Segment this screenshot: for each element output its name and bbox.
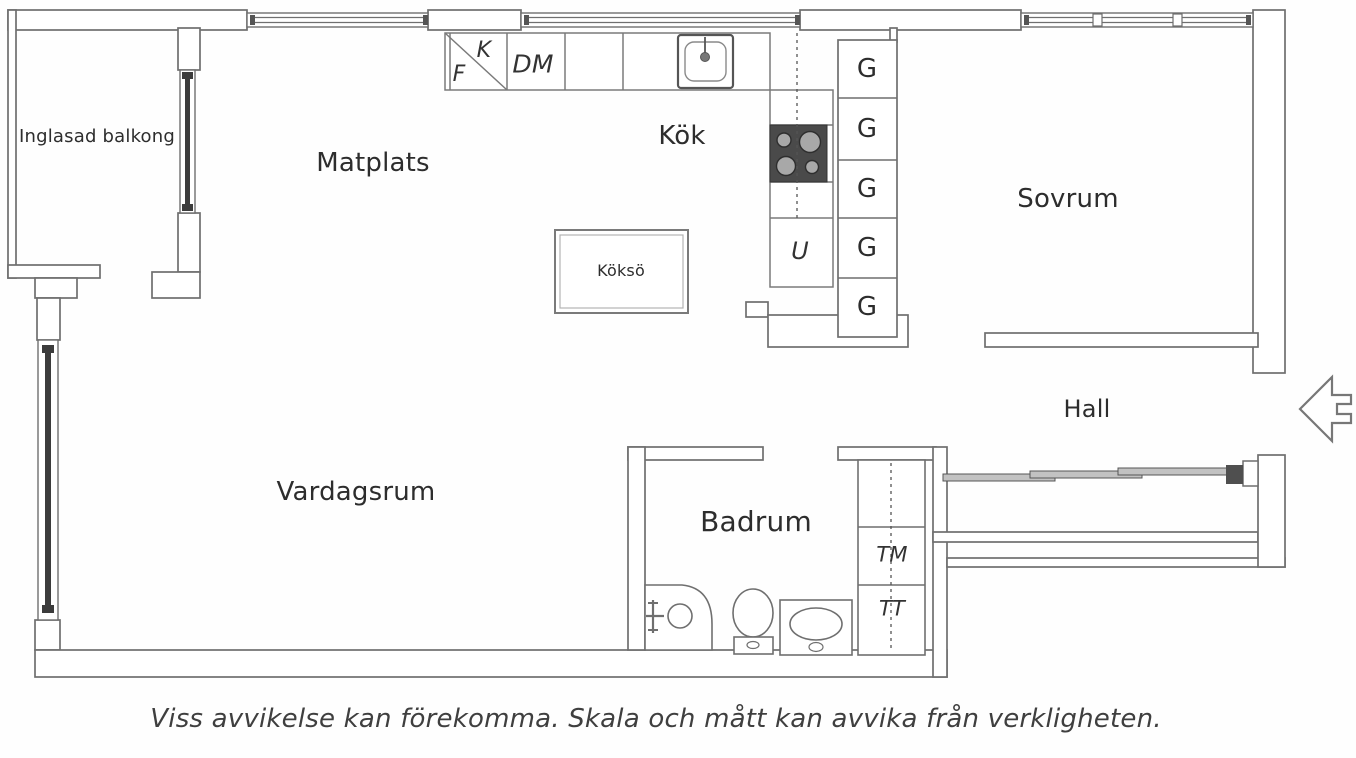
wall-right-upper [1252, 9, 1286, 374]
fridge-freezer-diagonal [444, 32, 508, 91]
laundry-column [857, 459, 926, 656]
wardrobe-column [837, 39, 898, 338]
wall-balcony-right-foot [151, 271, 201, 299]
window-kitchen [520, 12, 801, 28]
wall-balcony-bottom [7, 264, 101, 279]
window-living [37, 339, 59, 621]
wall-balcony-right-top [177, 27, 201, 71]
burner [775, 155, 797, 177]
room-label-kitchen: Kök [658, 121, 706, 151]
wall-bathroom-top-right [837, 446, 937, 461]
wall-top-left [7, 9, 248, 31]
window-bedroom [1020, 12, 1254, 28]
unit-label-wardrobe-4: G [856, 233, 878, 263]
wall-left-window-head [36, 297, 61, 341]
wall-bathroom-top-left [627, 446, 764, 461]
room-label-dining: Matplats [316, 148, 430, 178]
wall-top-pier-1 [427, 9, 522, 31]
kitchen-island [554, 229, 689, 314]
disclaimer-caption: Viss avvikelse kan förekomma. Skala och … [150, 704, 1162, 734]
stove [769, 124, 828, 183]
unit-label-tumble-dryer: TT [878, 596, 906, 621]
sink [676, 33, 735, 90]
washbasin [779, 599, 853, 656]
hall-fittings [942, 374, 1353, 487]
unit-label-washing-machine: TM [876, 542, 908, 567]
wall-bathroom-left [627, 446, 646, 651]
unit-label-wardrobe-2: G [856, 114, 878, 144]
wall-kitchen-tab [745, 301, 769, 318]
unit-label-freezer: F [452, 62, 466, 87]
burner [798, 130, 822, 154]
bathroom-fittings [644, 459, 926, 656]
unit-label-wardrobe-5: G [856, 292, 878, 322]
wall-left-window-foot [34, 619, 61, 651]
unit-label-wardrobe-3: G [856, 174, 878, 204]
room-label-bedroom: Sovrum [1017, 184, 1119, 214]
wall-balcony-step [34, 277, 78, 299]
window-balcony [179, 69, 196, 214]
room-label-hall: Hall [1063, 395, 1111, 423]
room-label-island: Köksö [597, 261, 645, 280]
walls [7, 9, 1286, 678]
wall-balcony-right-bottom [177, 212, 201, 273]
room-label-balcony: Inglasad balkong [18, 126, 176, 147]
wall-top-pier-2 [799, 9, 1022, 31]
room-label-living: Vardagsrum [276, 477, 436, 507]
window-dining [246, 12, 429, 28]
door-jamb [1242, 460, 1259, 487]
unit-label-wardrobe-1: G [856, 54, 878, 84]
shower-head [667, 603, 693, 629]
unit-label-oven: U [791, 237, 809, 265]
toilet [732, 588, 774, 655]
wall-hall-bottom-outer [946, 557, 1286, 568]
burner [776, 132, 792, 148]
sliding-wardrobe-doors [942, 467, 1231, 482]
wall-bedroom-bottom [984, 332, 1259, 348]
wall-hall-bottom-inner [932, 531, 1259, 543]
burner [804, 159, 820, 175]
room-label-bathroom: Badrum [700, 505, 812, 538]
wall-balcony-left [7, 9, 17, 279]
kitchen-fittings [444, 32, 898, 338]
kitchen-tall-run [769, 89, 834, 288]
shower [644, 584, 713, 651]
unit-label-fridge: K [476, 38, 492, 63]
door-stop-block [1226, 465, 1243, 484]
entrance-arrow-icon [1298, 374, 1353, 444]
unit-label-dishwasher: DM [512, 49, 554, 79]
windows [37, 12, 1254, 621]
wall-right-lower [1257, 454, 1286, 568]
